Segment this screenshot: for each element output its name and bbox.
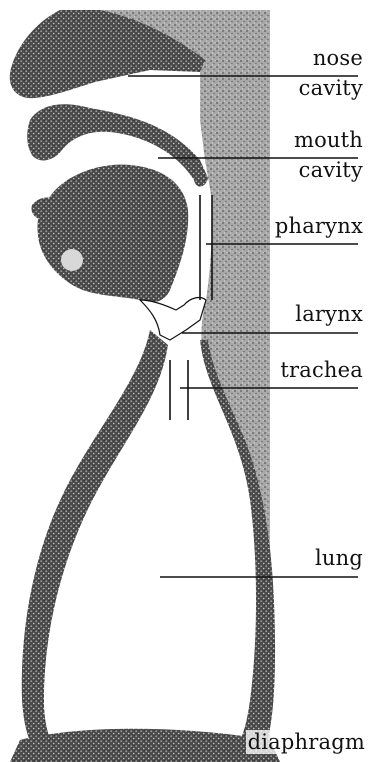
- label-pharynx: pharynx: [275, 214, 363, 238]
- label-diaphragm: diaphragm: [246, 730, 367, 754]
- label-nose-cavity-line2: cavity: [299, 76, 363, 100]
- label-nose-cavity-line1: nose: [299, 46, 363, 70]
- label-larynx: larynx: [295, 302, 363, 326]
- label-lung: lung: [315, 546, 363, 570]
- label-trachea: trachea: [280, 358, 363, 382]
- tongue-structure: [31, 165, 188, 303]
- label-mouth-cavity: mouth cavity: [294, 128, 363, 182]
- label-diaphragm-text: diaphragm: [246, 730, 367, 754]
- label-mouth-cavity-line1: mouth: [294, 128, 363, 152]
- label-mouth-cavity-line2: cavity: [294, 158, 363, 182]
- label-nose-cavity: nose cavity: [299, 46, 363, 100]
